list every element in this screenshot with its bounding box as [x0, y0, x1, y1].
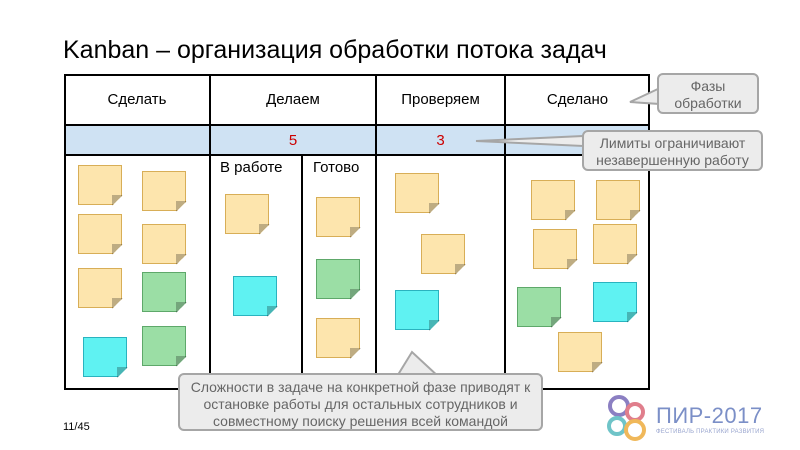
column-header-done: Сделано [546, 91, 609, 108]
logo-tagline: ФЕСТИВАЛЬ ПРАКТИКИ РАЗВИТИЯ [656, 429, 765, 435]
task-card[interactable] [596, 180, 641, 221]
task-card[interactable] [531, 180, 576, 221]
column-divider-2 [375, 74, 377, 390]
kanban-board: Сделать Делаем Проверяем Сделано 5 3 В р… [64, 74, 650, 390]
task-card[interactable] [78, 268, 123, 309]
task-card[interactable] [533, 229, 578, 270]
callout-limits: Лимиты ограничивают незавершенную работу [582, 130, 763, 171]
task-card[interactable] [83, 337, 128, 378]
column-divider-3 [504, 74, 506, 390]
pir-logo-icon [607, 395, 646, 441]
slide-title: Kanban – организация обработки потока за… [63, 36, 607, 64]
column-header-todo: Сделать [107, 91, 167, 108]
task-card[interactable] [78, 165, 123, 206]
task-card[interactable] [142, 171, 187, 212]
column-header-review: Проверяем [401, 91, 480, 108]
subcolumn-divider [301, 156, 303, 390]
task-card[interactable] [78, 214, 123, 255]
task-card[interactable] [593, 282, 638, 323]
task-card[interactable] [316, 318, 361, 359]
task-card[interactable] [225, 194, 270, 235]
page-number: 11/45 [63, 421, 90, 433]
subcolumn-ready: Готово [313, 159, 360, 176]
task-card[interactable] [395, 290, 440, 331]
column-divider-1 [209, 74, 211, 390]
task-card[interactable] [142, 272, 187, 313]
task-card[interactable] [421, 234, 466, 275]
subcolumn-in-progress: В работе [220, 159, 283, 176]
column-header-doing: Делаем [266, 91, 320, 108]
callout-phases: Фазы обработки [657, 73, 759, 114]
task-card[interactable] [593, 224, 638, 265]
callout-blocking: Сложности в задаче на конкретной фазе пр… [178, 373, 543, 431]
task-card[interactable] [517, 287, 562, 328]
board-border-left [64, 74, 66, 390]
limit-review: 3 [436, 131, 445, 149]
limits-divider [64, 154, 650, 156]
task-card[interactable] [233, 276, 278, 317]
task-card[interactable] [316, 197, 361, 238]
limit-doing: 5 [288, 131, 298, 149]
task-card[interactable] [316, 259, 361, 300]
board-border-top [64, 74, 650, 76]
task-card[interactable] [142, 326, 187, 367]
task-card[interactable] [395, 173, 440, 214]
logo-title: ПИР-2017 [656, 403, 763, 428]
header-divider [64, 124, 650, 126]
board-border-right [648, 74, 650, 390]
task-card[interactable] [142, 224, 187, 265]
task-card[interactable] [558, 332, 603, 373]
